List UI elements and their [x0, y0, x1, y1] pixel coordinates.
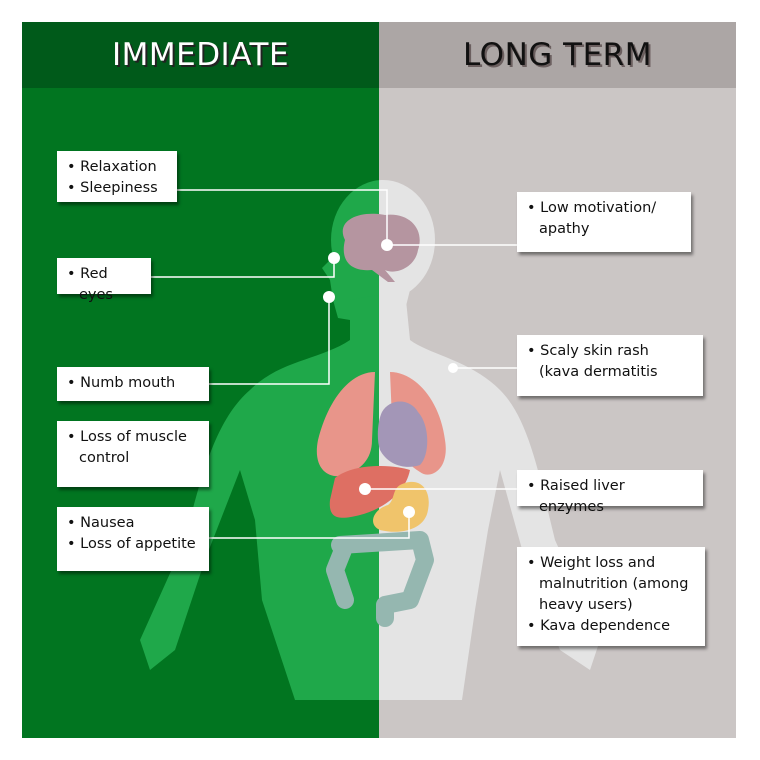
effect-item: Loss of appetite [67, 534, 199, 555]
effect-item: Scaly skin rash (kava dermatitis [527, 341, 693, 383]
effect-box-relaxation: Relaxation Sleepiness [57, 151, 177, 202]
effect-item: Raised liver enzymes [527, 476, 693, 518]
immediate-heading: IMMEDIATE [111, 37, 290, 73]
effect-item: Relaxation [67, 157, 167, 178]
effect-box-numb-mouth: Numb mouth [57, 367, 209, 401]
effect-item: Numb mouth [67, 373, 199, 394]
long-term-heading: LONG TERM [463, 37, 652, 73]
immediate-header-bg [22, 22, 379, 88]
intestines [326, 531, 434, 627]
effect-item: Nausea [67, 513, 199, 534]
effect-box-skin-rash: Scaly skin rash (kava dermatitis [517, 335, 703, 396]
effect-box-weight-loss: Weight loss and malnutrition (among heav… [517, 547, 705, 646]
effect-item: Red eyes [67, 264, 141, 306]
effect-box-low-motivation: Low motivation/ apathy [517, 192, 691, 252]
brain [342, 213, 420, 282]
connector-lines [151, 189, 517, 539]
effect-item: Kava dependence [527, 616, 695, 637]
connector-dots [323, 239, 458, 518]
effect-box-nausea: Nausea Loss of appetite [57, 507, 209, 571]
stomach [373, 481, 429, 532]
effect-item: Sleepiness [67, 178, 167, 199]
lung-left [316, 372, 375, 477]
effect-item: Weight loss and malnutrition (among heav… [527, 553, 695, 616]
long-term-header-bg [379, 22, 736, 88]
effect-box-liver-enzymes: Raised liver enzymes [517, 470, 703, 515]
heart [377, 401, 428, 467]
effect-box-muscle-control: Loss of muscle control [57, 421, 209, 487]
effect-item: Low motivation/ apathy [527, 198, 681, 240]
effect-box-red-eyes: Red eyes [57, 258, 151, 303]
effect-item: Loss of muscle control [67, 427, 199, 469]
